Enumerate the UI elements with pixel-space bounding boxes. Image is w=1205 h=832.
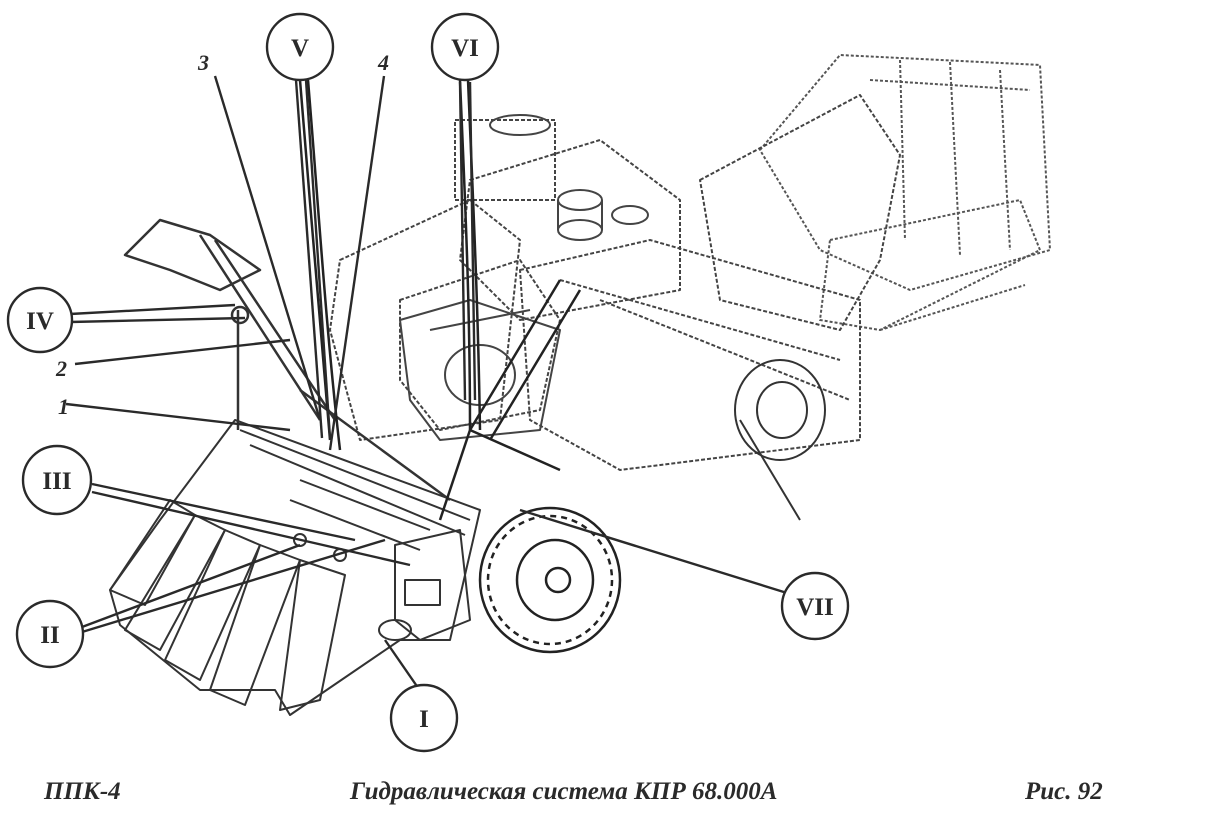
part-number-2: 2 <box>55 356 67 381</box>
part-number-4: 4 <box>377 50 389 75</box>
leader-lines <box>65 75 788 696</box>
part-number-3: 3 <box>197 50 209 75</box>
callout-III: III <box>21 444 93 516</box>
callout-VI-label: VI <box>451 35 479 62</box>
footer-title: Гидравлическая система КПР 68.000А <box>350 778 778 805</box>
callout-II-label: II <box>40 622 59 649</box>
callout-VII: VII <box>780 571 850 641</box>
footer-figure-number: Рис. 92 <box>1025 778 1103 805</box>
callout-III-label: III <box>42 468 71 495</box>
callout-V-label: V <box>291 35 309 62</box>
footer-model-code: ППК-4 <box>44 778 121 805</box>
callout-I-label: I <box>419 706 429 733</box>
callout-V: V <box>265 12 335 82</box>
callout-VII-label: VII <box>796 594 834 621</box>
callout-II: II <box>15 599 85 669</box>
callout-I: I <box>389 683 459 753</box>
harvester-drawing <box>109 54 1051 716</box>
callout-IV: IV <box>6 286 74 354</box>
part-number-1: 1 <box>58 394 69 419</box>
callout-IV-label: IV <box>26 308 54 335</box>
callout-VI: VI <box>430 12 500 82</box>
